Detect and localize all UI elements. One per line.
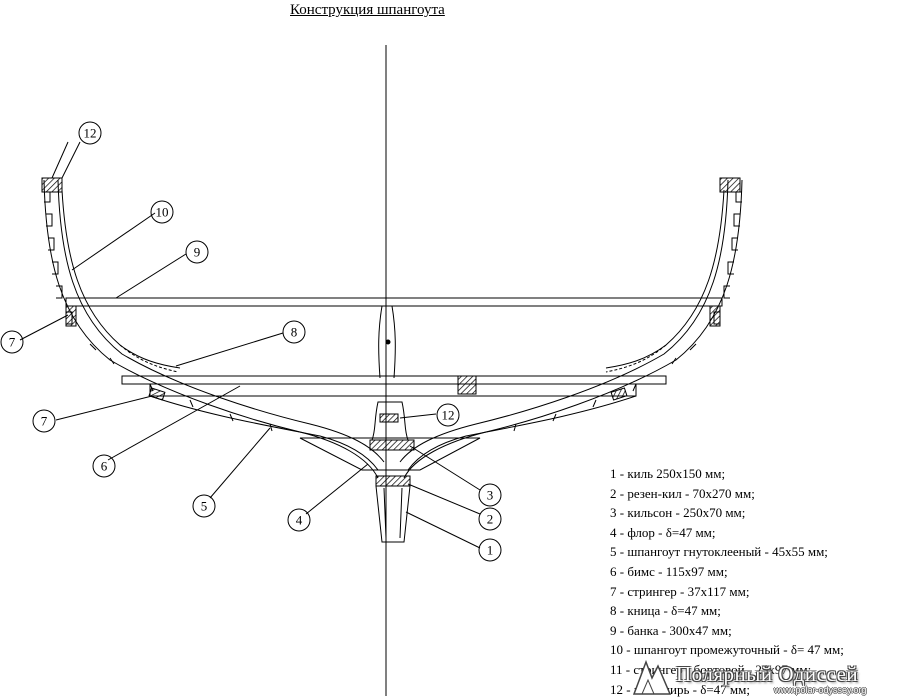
laminated-frame-left bbox=[149, 395, 379, 471]
hull-inner-left bbox=[57, 179, 385, 463]
callout-label-1: 1 bbox=[487, 543, 494, 558]
gunwale-right bbox=[719, 177, 741, 193]
callout-circle-3 bbox=[478, 483, 502, 507]
hull-outer-right bbox=[403, 179, 743, 479]
intermediate-frame-right bbox=[605, 189, 725, 369]
mast-step bbox=[457, 375, 477, 395]
legend-item: 7 - стрингер - 37х117 мм; bbox=[610, 583, 750, 599]
callout-label-2: 2 bbox=[487, 512, 494, 527]
watermark-title: Полярный Одиссей bbox=[676, 662, 859, 686]
knee-right bbox=[605, 344, 667, 373]
keel bbox=[375, 485, 411, 543]
watermark: Полярный Одиссей www.polar-odyssey.org bbox=[624, 658, 919, 696]
callout-label-7-upper: 7 bbox=[9, 335, 16, 350]
keelson-12-block bbox=[379, 413, 399, 423]
knee-left bbox=[119, 344, 179, 373]
callout-label-12-keelson: 12 bbox=[442, 408, 455, 423]
legend-item: 3 - кильсон - 250х70 мм; bbox=[610, 505, 746, 521]
callout-label-8: 8 bbox=[291, 325, 298, 340]
legend-item: 8 - кница - δ=47 мм; bbox=[610, 603, 721, 619]
callout-circle-7-upper bbox=[0, 330, 24, 354]
drawing-title: Конструкция шпангоута bbox=[290, 2, 445, 18]
legend-item: 10 - шпангоут промежуточный - δ= 47 мм; bbox=[610, 642, 844, 658]
floor bbox=[299, 437, 481, 471]
intermediate-frame-left bbox=[61, 189, 181, 369]
bilge-stringer-right bbox=[610, 387, 628, 401]
side-stringer-right bbox=[709, 305, 721, 327]
callout-label-10: 10 bbox=[156, 205, 169, 220]
watermark-url: www.polar-odyssey.org bbox=[774, 685, 867, 695]
hull-outer-left bbox=[43, 179, 379, 479]
parts-legend: 1 - киль 250х150 мм; 2 - резен-кил - 70х… bbox=[610, 464, 844, 699]
callout-label-7-lower: 7 bbox=[41, 414, 48, 429]
callout-circle-5 bbox=[192, 494, 216, 518]
callout-circle-6 bbox=[92, 454, 116, 478]
callout-circle-12-top bbox=[78, 121, 102, 145]
callout-circle-1 bbox=[478, 538, 502, 562]
callout-label-6: 6 bbox=[101, 459, 108, 474]
callout-label-4: 4 bbox=[296, 513, 303, 528]
watermark-logo-icon bbox=[632, 659, 672, 695]
legend-item: 5 - шпангоут гнутоклееный - 45х55 мм; bbox=[610, 544, 828, 560]
thwart-stanchion bbox=[378, 305, 396, 379]
callout-circle-7-lower bbox=[32, 409, 56, 433]
callout-label-5: 5 bbox=[201, 499, 208, 514]
thwart bbox=[65, 297, 723, 307]
legend-item: 2 - резен-кил - 70х270 мм; bbox=[610, 485, 755, 501]
side-stringer-left bbox=[65, 305, 77, 327]
hull-inner-right bbox=[399, 179, 729, 463]
keelson bbox=[369, 439, 415, 451]
legend-item: 1 - киль 250х150 мм; bbox=[610, 466, 726, 481]
legend-item: 4 - флор - δ=47 мм; bbox=[610, 524, 716, 540]
beam-lower bbox=[149, 383, 637, 397]
legend-item: 9 - банка - 300х47 мм; bbox=[610, 622, 732, 638]
callout-circle-8 bbox=[282, 320, 306, 344]
callout-label-3: 3 bbox=[487, 488, 494, 503]
callout-circle-9 bbox=[185, 240, 209, 264]
gunwale-left bbox=[41, 177, 63, 193]
callout-label-9: 9 bbox=[194, 245, 201, 260]
callout-circle-10 bbox=[150, 200, 174, 224]
hog bbox=[375, 475, 411, 487]
callout-circle-12-keelson bbox=[436, 403, 460, 427]
callout-label-12-top: 12 bbox=[84, 126, 97, 141]
callout-circle-4 bbox=[287, 508, 311, 532]
legend-item: 6 - бимс - 115х97 мм; bbox=[610, 563, 728, 579]
callout-circle-2 bbox=[478, 507, 502, 531]
